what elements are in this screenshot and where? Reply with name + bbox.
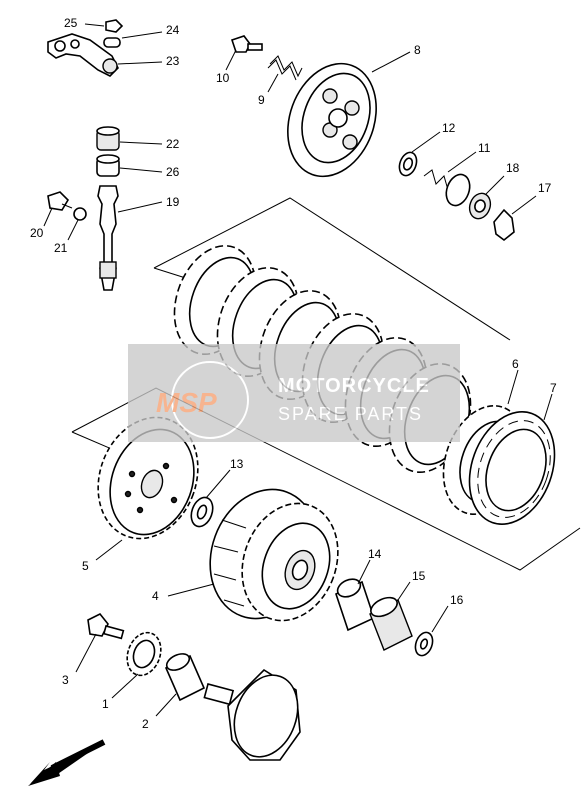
label-8: 8 bbox=[414, 43, 421, 57]
label-6: 6 bbox=[512, 357, 519, 371]
label-11: 11 bbox=[478, 141, 491, 155]
label-15: 15 bbox=[412, 569, 426, 583]
direction-arrow bbox=[28, 739, 106, 786]
clutch-push-shaft-group bbox=[47, 126, 120, 291]
watermark-line2: SPARE PARTS bbox=[278, 404, 423, 424]
label-3: 3 bbox=[62, 673, 69, 687]
clutch-plate-7 bbox=[468, 411, 556, 525]
clutch-housing bbox=[209, 488, 339, 622]
label-16: 16 bbox=[450, 593, 464, 607]
label-13: 13 bbox=[230, 457, 244, 471]
bush-bearing-washer bbox=[335, 578, 434, 657]
watermark-line1: MOTORCYCLE bbox=[278, 375, 430, 397]
label-14: 14 bbox=[368, 547, 382, 561]
label-17: 17 bbox=[538, 181, 552, 195]
label-12: 12 bbox=[442, 121, 456, 135]
primary-driven-gear bbox=[97, 416, 199, 540]
watermark: MSP MOTORCYCLE SPARE PARTS bbox=[128, 344, 460, 442]
bolt-and-spring bbox=[230, 35, 303, 81]
label-19: 19 bbox=[166, 195, 180, 209]
label-25: 25 bbox=[64, 16, 78, 30]
label-24: 24 bbox=[166, 23, 180, 37]
label-21: 21 bbox=[54, 241, 68, 255]
label-26: 26 bbox=[166, 165, 180, 179]
label-23: 23 bbox=[166, 54, 180, 68]
drive-gear-group bbox=[87, 612, 301, 761]
label-5: 5 bbox=[82, 559, 89, 573]
label-2: 2 bbox=[142, 717, 149, 731]
clutch-lever-arm bbox=[47, 19, 124, 77]
label-4: 4 bbox=[152, 589, 159, 603]
watermark-logo: MSP bbox=[156, 387, 217, 418]
pushrod-nut-group bbox=[398, 151, 515, 242]
label-9: 9 bbox=[258, 93, 265, 107]
label-1: 1 bbox=[102, 697, 109, 711]
label-18: 18 bbox=[506, 161, 520, 175]
label-22: 22 bbox=[166, 137, 180, 151]
pressure-plate bbox=[287, 62, 377, 178]
part-callouts: 25 24 23 22 26 19 20 21 10 9 8 12 11 18 … bbox=[30, 16, 557, 731]
label-10: 10 bbox=[216, 71, 230, 85]
label-7: 7 bbox=[550, 381, 557, 395]
thrust-washer-13 bbox=[190, 496, 214, 528]
label-20: 20 bbox=[30, 226, 44, 240]
